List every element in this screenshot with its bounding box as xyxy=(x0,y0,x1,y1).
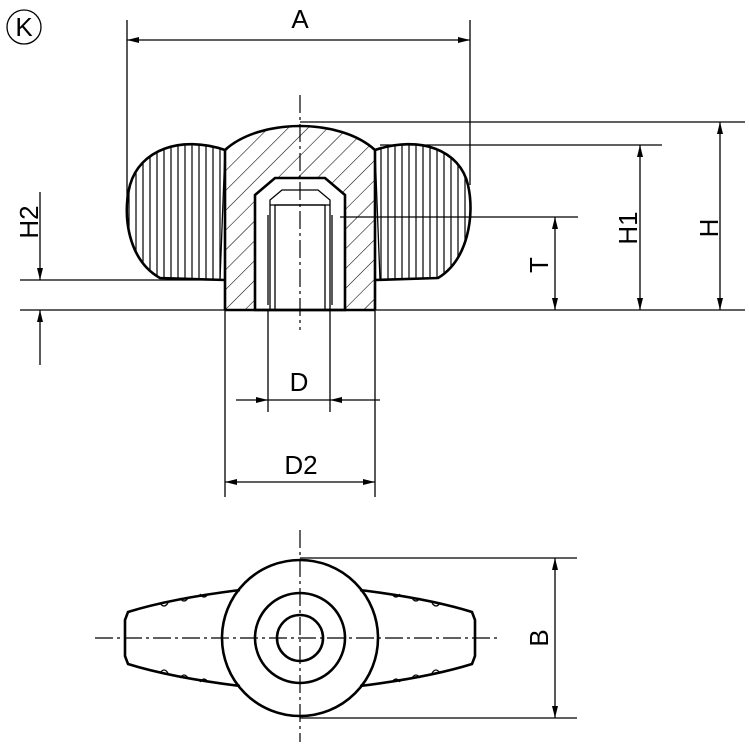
dimension-H2: H2 xyxy=(14,192,44,365)
svg-text:D2: D2 xyxy=(284,450,317,480)
dimension-H1: H1 xyxy=(613,145,643,310)
top-view xyxy=(95,530,500,742)
dimension-D2: D2 xyxy=(224,310,376,497)
svg-text:K: K xyxy=(15,12,33,42)
svg-text:H1: H1 xyxy=(613,211,643,244)
svg-text:D: D xyxy=(290,367,309,397)
brand-logo: K xyxy=(6,9,42,45)
front-section-view xyxy=(125,95,472,330)
dimension-D: D xyxy=(236,310,380,412)
svg-text:H2: H2 xyxy=(14,205,44,238)
svg-text:A: A xyxy=(291,4,309,34)
svg-text:B: B xyxy=(524,629,554,646)
dimension-B: B xyxy=(300,557,577,719)
svg-text:T: T xyxy=(524,257,554,273)
dimension-T: T xyxy=(524,217,558,310)
svg-text:H: H xyxy=(694,219,724,238)
dimension-H: H xyxy=(694,122,724,310)
dimension-A: A xyxy=(126,4,471,200)
